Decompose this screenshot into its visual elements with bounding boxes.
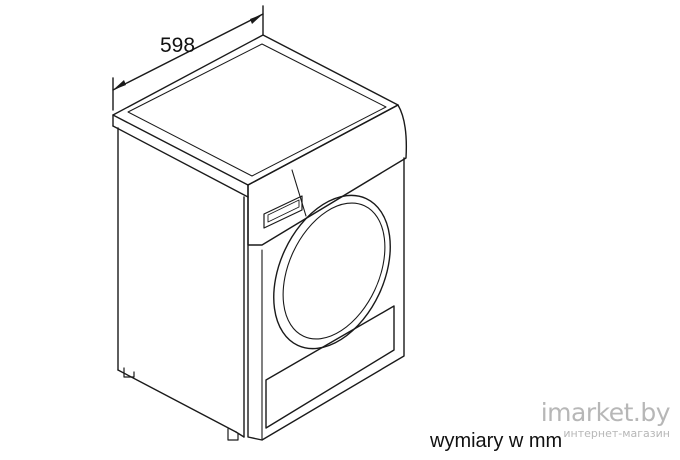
dimension-line: [112, 5, 264, 111]
control-panel: [247, 104, 408, 246]
units-caption: wymiary w mm: [430, 430, 563, 452]
side-panel: [117, 127, 245, 441]
kick-panel: [265, 305, 395, 429]
front-panel: [247, 157, 405, 441]
porthole-door: [273, 194, 391, 350]
display-icon: [263, 195, 303, 229]
watermark-logo: imarket.by: [540, 398, 671, 427]
watermark: imarket.by интернет-магазин: [540, 398, 671, 440]
top-panel: [112, 34, 399, 198]
watermark-tagline: интернет-магазин: [563, 427, 670, 440]
width-dimension-label: 598: [160, 34, 196, 57]
